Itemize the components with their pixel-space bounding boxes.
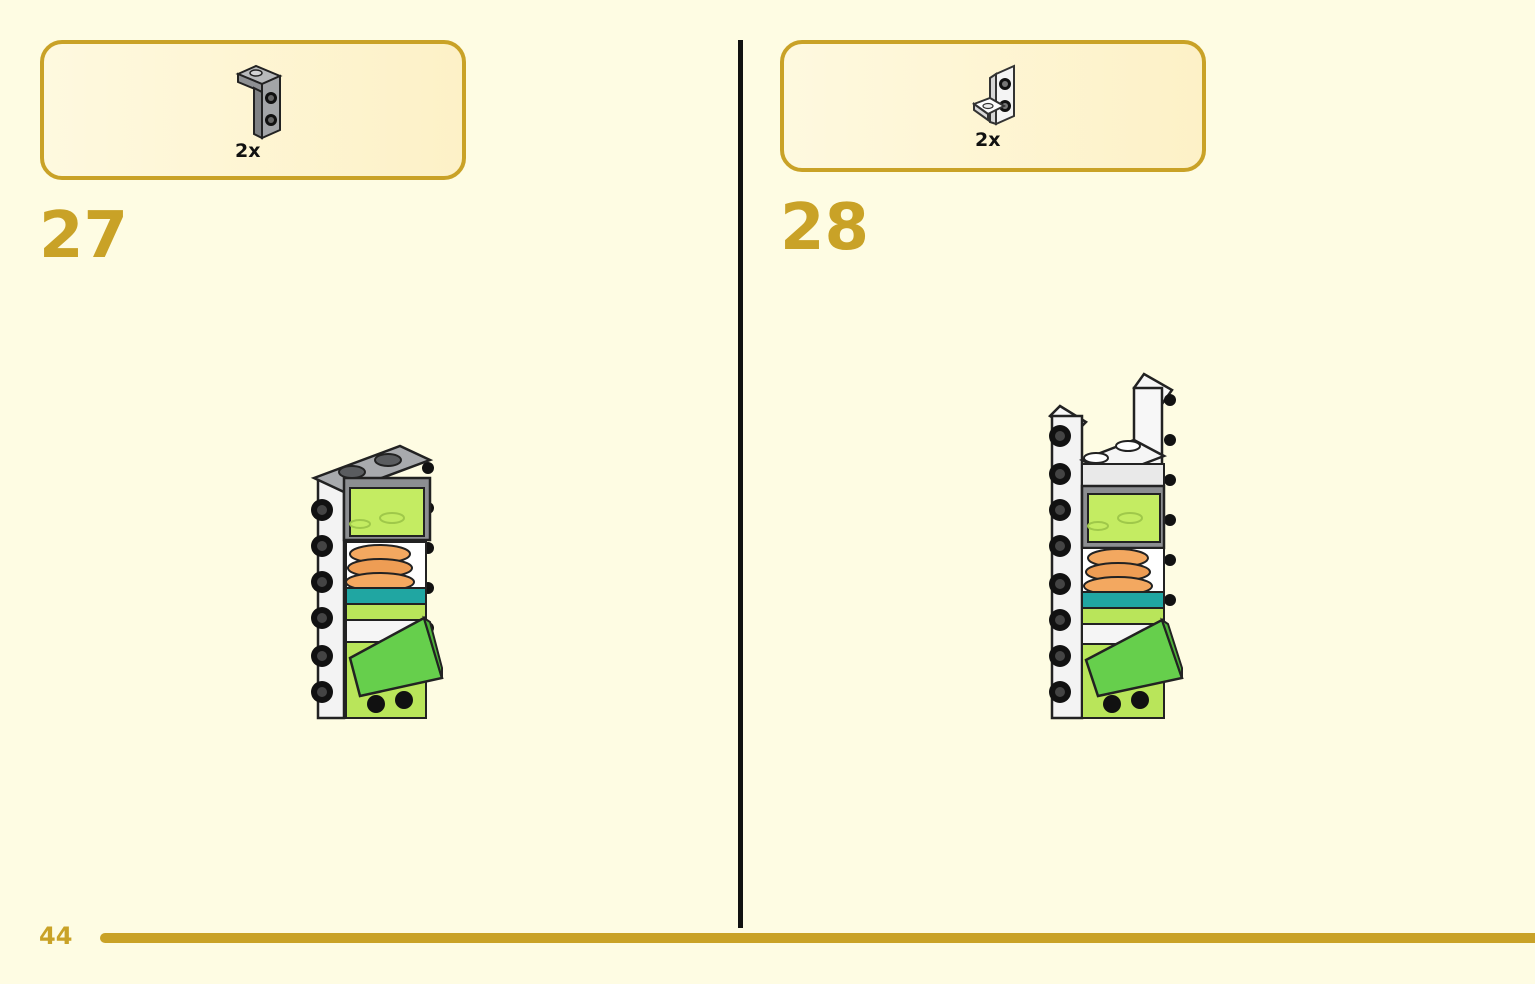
white-bracket-icon — [971, 64, 1015, 126]
step-number: 28 — [780, 191, 870, 265]
model-illustration-step-27 — [310, 444, 444, 720]
parts-callout-step-27: 2x — [40, 40, 466, 180]
parts-callout-step-28: 2x — [780, 40, 1206, 172]
page-number: 44 — [39, 922, 73, 950]
footer-bar — [100, 933, 1535, 943]
part-quantity: 2x — [235, 140, 261, 162]
page-divider — [738, 40, 743, 928]
gray-bracket-icon — [235, 64, 283, 140]
part-quantity: 2x — [975, 129, 1001, 151]
step-number: 27 — [39, 199, 129, 273]
model-illustration-step-28 — [1047, 372, 1184, 720]
